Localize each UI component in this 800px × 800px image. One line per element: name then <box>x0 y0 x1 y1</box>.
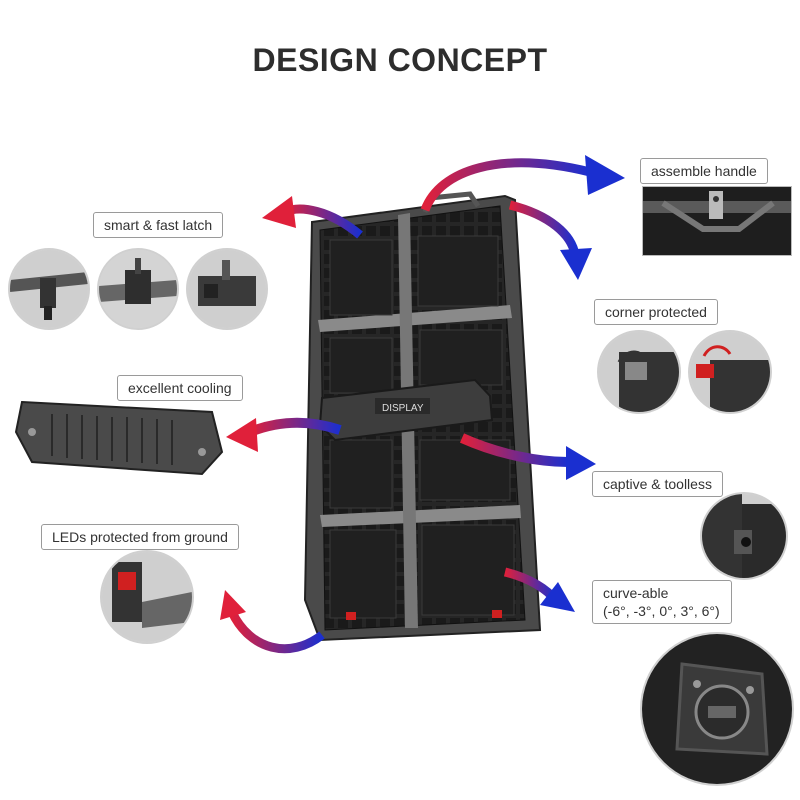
handle-detail <box>642 186 792 256</box>
cooling-detail <box>12 392 224 482</box>
arrow-curve-able <box>503 567 575 612</box>
label-smart-fast-latch: smart & fast latch <box>93 212 224 238</box>
leds-protected-detail <box>100 550 194 644</box>
label-corner-protected: corner protected <box>594 299 718 325</box>
latch-detail-1 <box>8 248 90 330</box>
latch-detail-2 <box>97 248 179 330</box>
label-curve-able-line2: (-6°, -3°, 0°, 3°, 6°) <box>603 603 720 619</box>
page-title: DESIGN CONCEPT <box>252 42 548 78</box>
label-curve-able-line1: curve-able <box>603 585 669 601</box>
arrow-corner-protected <box>508 200 592 280</box>
label-curve-able: curve-able (-6°, -3°, 0°, 3°, 6°) <box>592 580 732 624</box>
arrow-assemble-handle <box>420 155 625 212</box>
curve-able-detail <box>640 632 794 786</box>
corner-detail-1 <box>597 330 681 414</box>
arrow-excellent-cooling <box>226 417 342 452</box>
label-assemble-handle: assemble handle <box>640 158 768 184</box>
label-excellent-cooling: excellent cooling <box>117 375 243 401</box>
cabinet-brand: DISPLAY <box>382 403 424 414</box>
arrow-smart-latch <box>262 196 363 239</box>
label-captive-toolless: captive & toolless <box>592 471 723 497</box>
captive-detail <box>700 492 788 580</box>
label-leds-protected: LEDs protected from ground <box>41 524 239 550</box>
corner-detail-2 <box>688 330 772 414</box>
arrow-leds-protected <box>220 590 325 654</box>
latch-detail-3 <box>186 248 268 330</box>
arrow-captive-toolless <box>459 433 596 480</box>
